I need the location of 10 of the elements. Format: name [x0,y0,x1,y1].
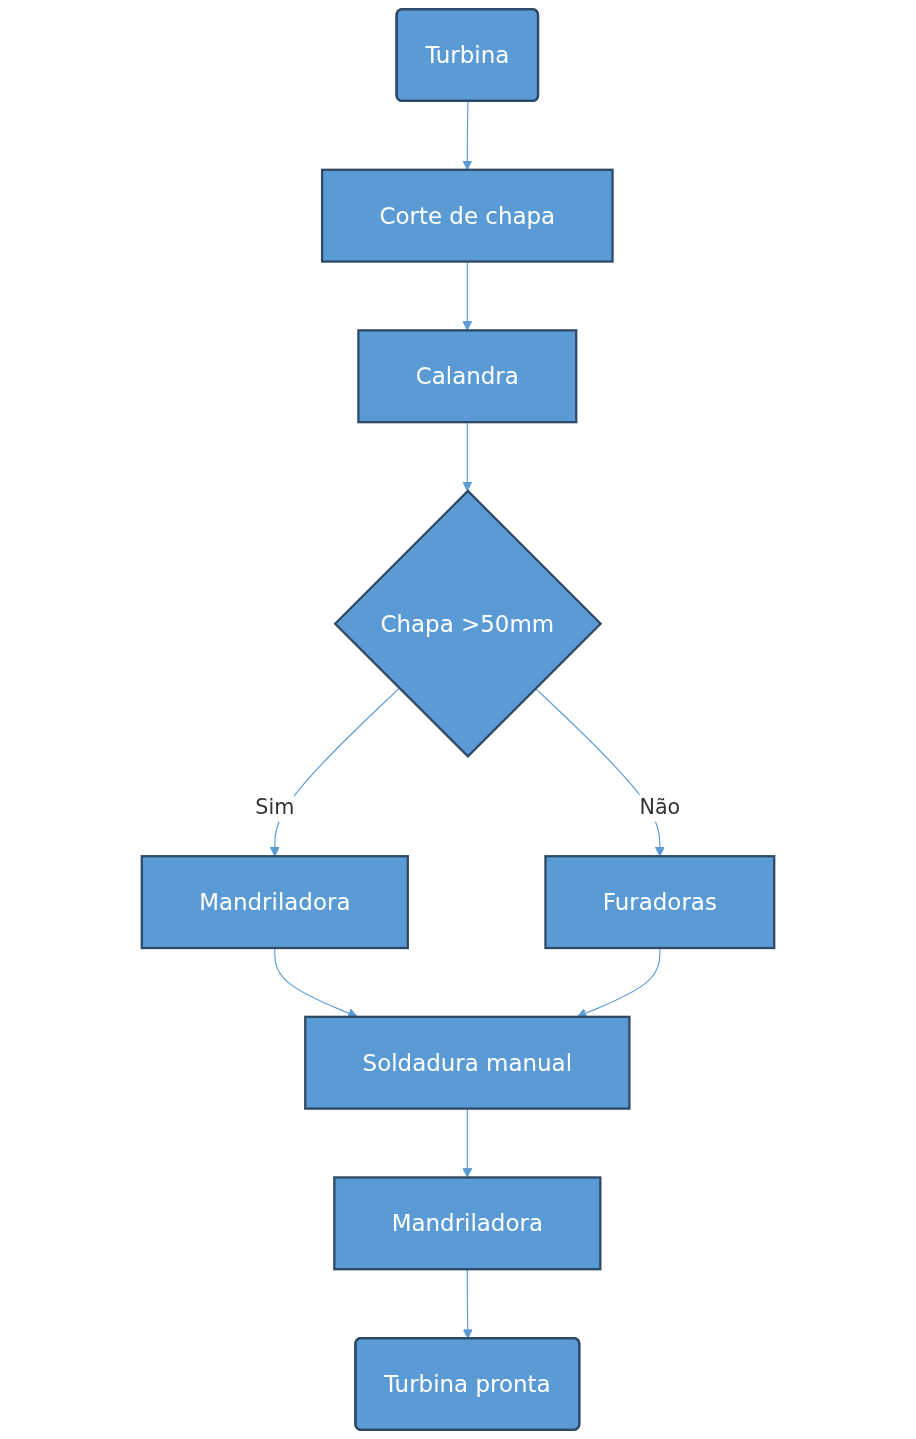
node-box: Mandriladora [333,1176,602,1271]
node-box: Corte de chapa [320,168,614,263]
arrow [462,1108,473,1178]
node-diamond: Chapa >50mm [333,489,603,759]
node-box: Soldadura manual [304,1015,631,1110]
node-box: Mandriladora [140,855,409,950]
edge-label: Não [639,794,681,819]
node-box: Furadoras [544,855,776,950]
edge-label: Sim [255,794,295,819]
node-box: Calandra [357,329,578,424]
